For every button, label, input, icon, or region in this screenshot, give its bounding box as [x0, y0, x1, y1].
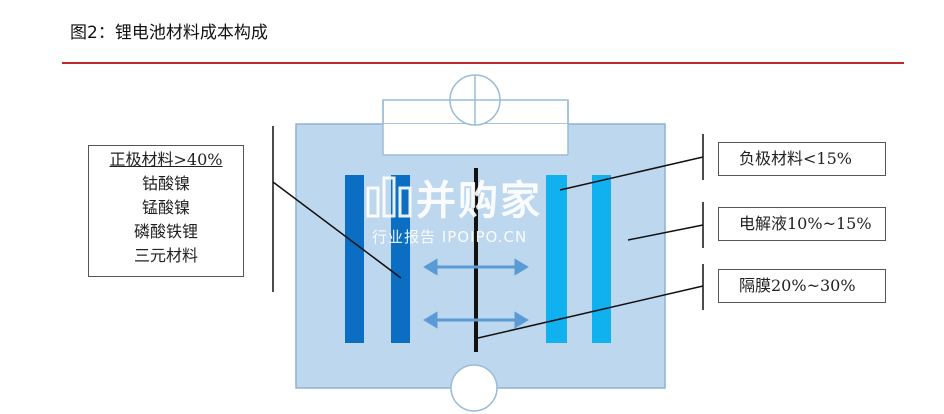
- load-circle: [450, 364, 498, 412]
- anode-label: 负极材料<15%: [739, 149, 852, 168]
- anode-plate-1: [546, 175, 567, 343]
- cathode-item: 三元材料: [133, 246, 198, 265]
- meter-icon: [449, 74, 501, 126]
- anode-plate-2: [592, 175, 611, 343]
- ion-arrow-upper: [423, 258, 529, 276]
- separator-leader: [477, 285, 704, 339]
- electrolyte-label-box: 电解液10%~15%: [718, 207, 886, 241]
- title-divider: [62, 62, 904, 64]
- cathode-item: 锰酸镍: [141, 198, 190, 217]
- cathode-item: 钴酸镍: [141, 174, 190, 193]
- cathode-leader: [272, 181, 402, 279]
- separator-label: 隔膜20%~30%: [739, 276, 856, 295]
- watermark-logo-icon: [366, 176, 412, 218]
- cathode-label-box: 正极材料>40% 钴酸镍 锰酸镍 磷酸铁锂 三元材料: [88, 145, 244, 277]
- anode-leader: [559, 156, 704, 191]
- cathode-plate-1: [345, 175, 364, 343]
- watermark-main: 并购家: [416, 178, 542, 224]
- watermark-sub: 行业报告 IPOIPO.CN: [372, 228, 528, 246]
- ion-arrow-lower: [423, 311, 529, 329]
- circuit-inner: [383, 124, 568, 155]
- separator-label-box: 隔膜20%~30%: [718, 269, 886, 303]
- electrolyte-leader: [627, 224, 704, 241]
- cathode-item: 磷酸铁锂: [133, 222, 198, 241]
- cathode-header: 正极材料>40%: [109, 150, 223, 169]
- separator: [474, 168, 478, 352]
- electrolyte-label: 电解液10%~15%: [739, 214, 872, 233]
- figure-title: 图2：锂电池材料成本构成: [70, 23, 268, 43]
- anode-label-box: 负极材料<15%: [718, 142, 886, 176]
